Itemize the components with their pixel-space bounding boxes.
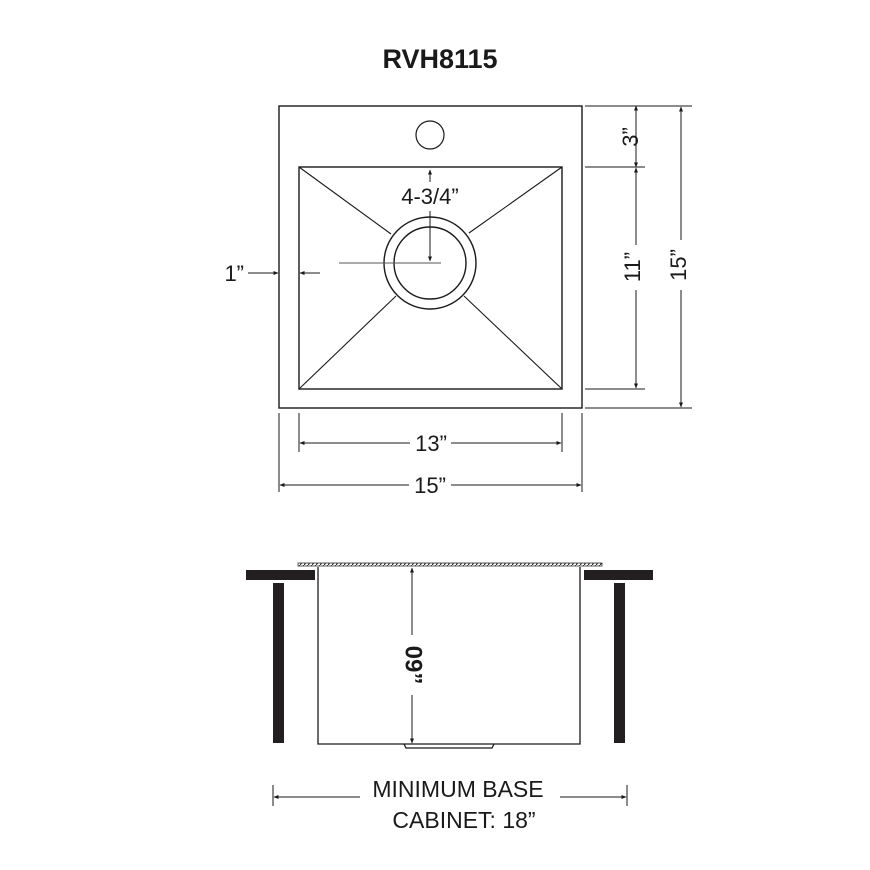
sink-bowl xyxy=(298,166,563,390)
bowl-depth-label: 11” xyxy=(620,252,645,282)
countertop-right xyxy=(584,570,653,580)
side-margin-label: 1” xyxy=(224,261,244,286)
faucet-hole-icon xyxy=(415,120,445,150)
cabinet-label-line1: MINIMUM BASE xyxy=(372,776,543,802)
back-margin-label: 3” xyxy=(618,127,643,147)
cabinet-wall-left xyxy=(273,583,284,743)
faucet-to-drain-label: 4-3/4” xyxy=(401,184,458,209)
sink-outer-rim xyxy=(278,105,583,409)
sink-flange xyxy=(297,562,603,567)
overall-width-label: 15” xyxy=(414,473,446,498)
bowl-height-label: 09” xyxy=(400,646,427,685)
model-title: RVH8115 xyxy=(382,44,497,74)
top-view xyxy=(248,105,692,492)
drain-profile xyxy=(403,743,495,749)
side-view xyxy=(246,562,653,806)
cabinet-label-line2: CABINET: 18” xyxy=(392,807,535,833)
bowl-width-label: 13” xyxy=(415,431,447,456)
countertop-left xyxy=(246,570,315,580)
cabinet-wall-right xyxy=(614,583,625,743)
overall-depth-label: 15” xyxy=(666,249,691,281)
sink-bowl-profile xyxy=(317,567,581,745)
